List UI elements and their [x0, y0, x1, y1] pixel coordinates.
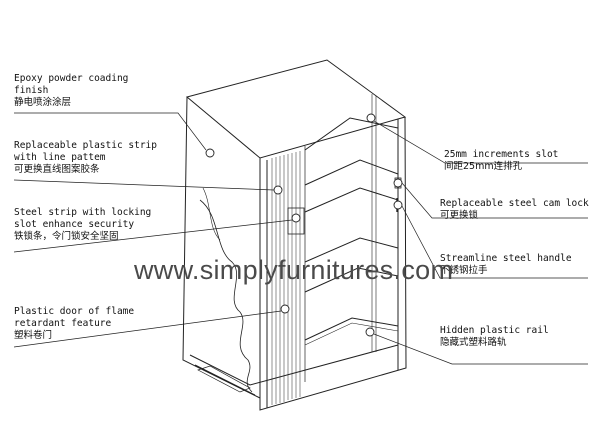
- callout-plastic-door-zh: 塑料卷门: [14, 330, 53, 341]
- shelves: [304, 117, 399, 346]
- marker-slot: [366, 113, 376, 123]
- marker-door: [280, 304, 290, 314]
- callout-handle-zh: 不锈钢拉手: [440, 265, 488, 276]
- door-curl: [199, 199, 253, 393]
- callout-epoxy-en-2: finish: [14, 85, 49, 96]
- callout-epoxy-en-1: Epoxy powder coading: [14, 73, 129, 84]
- callout-plastic-strip-zh: 可更换直线图案胶条: [14, 164, 100, 175]
- lock-strip: [287, 207, 305, 235]
- marker-steel-strip: [291, 213, 301, 223]
- marker-epoxy: [205, 148, 215, 158]
- callout-steel-strip-en-2: slot enhance security: [14, 219, 135, 230]
- slot-column: [371, 94, 377, 352]
- marker-strip: [273, 185, 283, 195]
- callout-slot: 25mm increments slot 间距25mm连排孔: [444, 149, 558, 173]
- callout-slot-zh: 间距25mm连排孔: [444, 161, 523, 172]
- callout-steel-strip-zh: 铁锁条，令门锁安全坚固: [14, 231, 119, 242]
- tambour-door: [271, 151, 301, 405]
- cabinet-front-frame: [259, 116, 407, 411]
- marker-rail: [365, 327, 375, 337]
- callout-handle-en: Streamline steel handle: [440, 253, 572, 264]
- callout-cam-lock: Replaceable steel cam lock 可更换锁: [440, 198, 589, 222]
- callout-cam-lock-en: Replaceable steel cam lock: [440, 198, 589, 209]
- callout-plastic-strip: Replaceable plastic strip with line patt…: [14, 140, 157, 176]
- callout-handle: Streamline steel handle 不锈钢拉手: [440, 253, 572, 277]
- callout-cam-lock-zh: 可更换锁: [440, 210, 479, 221]
- callout-plastic-door-en-1: Plastic door of flame: [14, 306, 135, 317]
- callout-rail-en: Hidden plastic rail: [440, 325, 549, 336]
- watermark-text: www.simplyfurnitures.com: [134, 255, 454, 285]
- marker-cam-lock: [393, 178, 403, 188]
- callout-epoxy: Epoxy powder coading finish 静电喷涂涂层: [14, 73, 128, 109]
- callout-slot-en: 25mm increments slot: [444, 149, 559, 160]
- callout-plastic-strip-en-2: with line pattem: [14, 152, 106, 163]
- callout-epoxy-zh: 静电喷涂涂层: [14, 97, 72, 108]
- callout-plastic-door-en-2: retardant feature: [14, 318, 112, 329]
- callout-plastic-strip-en-1: Replaceable plastic strip: [14, 140, 157, 151]
- leader-lines: [13, 112, 588, 365]
- cabinet-left-side: [182, 96, 261, 399]
- marker-handle: [393, 200, 403, 210]
- bottom-rail: [189, 344, 399, 396]
- callout-steel-strip: Steel strip with locking slot enhance se…: [14, 207, 151, 243]
- callout-rail-zh: 隐藏式塑料路轨: [440, 337, 507, 348]
- callout-rail: Hidden plastic rail 隐藏式塑料路轨: [440, 325, 549, 349]
- callout-steel-strip-en-1: Steel strip with locking: [14, 207, 152, 218]
- callout-plastic-door: Plastic door of flame retardant feature …: [14, 306, 134, 342]
